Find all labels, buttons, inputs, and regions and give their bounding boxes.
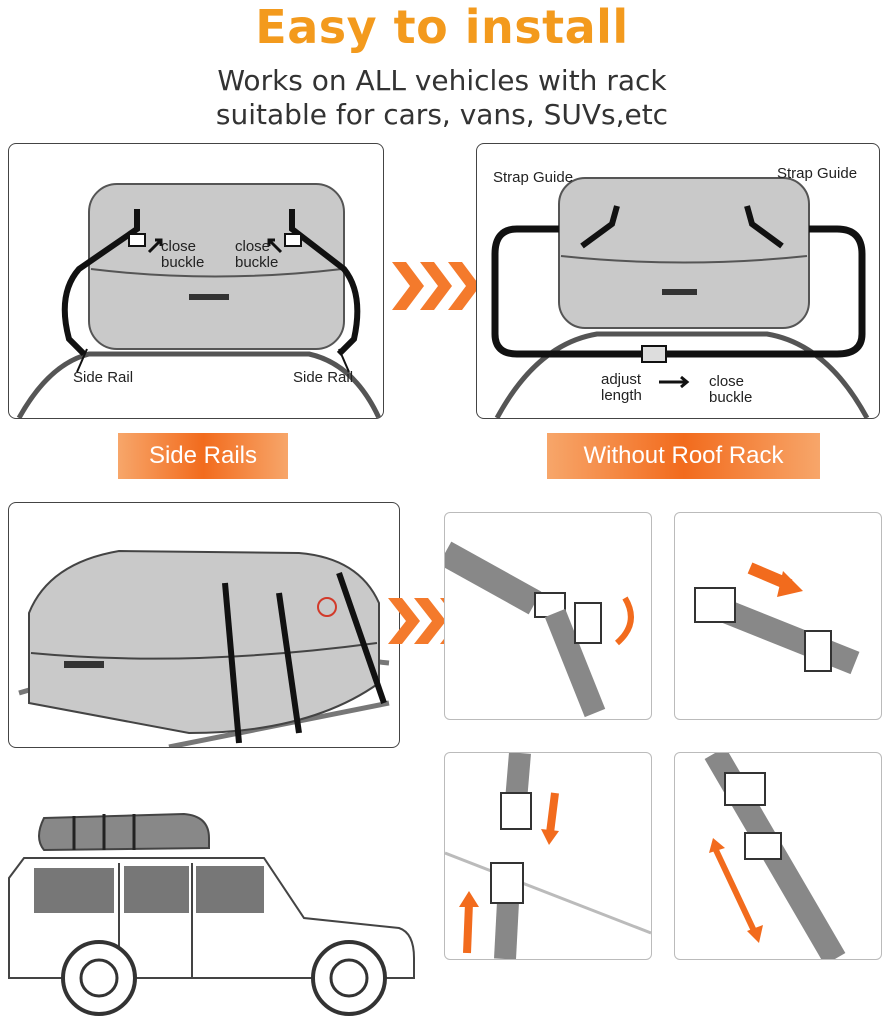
label-line: length bbox=[601, 387, 642, 404]
chevron-arrows-icon bbox=[392, 262, 480, 310]
label-line: close bbox=[161, 238, 197, 255]
suv-with-roof-bag-illustration bbox=[8, 812, 415, 1016]
attach-buckle-illustration bbox=[445, 541, 634, 718]
subtitle-line-2: suitable for cars, vans, SUVs,etc bbox=[215, 98, 669, 131]
step-panel-insert-buckle bbox=[444, 752, 652, 960]
side-rails-banner: Side Rails bbox=[118, 433, 288, 479]
label-line: buckle bbox=[235, 254, 279, 271]
step-panel-adjust-strap bbox=[674, 752, 882, 960]
step-panel-attach-buckle bbox=[444, 512, 652, 720]
label-line: close bbox=[235, 238, 271, 255]
side-rail-label-right: Side Rail bbox=[293, 369, 354, 386]
without-rack-banner: Without Roof Rack bbox=[547, 433, 820, 479]
insert-buckle-illustration bbox=[445, 753, 651, 959]
side-rails-panel: close buckle close buckle Side Rail Side… bbox=[8, 143, 384, 419]
bag-on-rack-illustration bbox=[18, 549, 390, 747]
step-panel-pull-strap bbox=[674, 512, 882, 720]
close-buckle-label-left: close buckle bbox=[161, 239, 204, 271]
page-subtitle: Works on ALL vehicles with rack suitable… bbox=[0, 64, 884, 132]
label-line: adjust bbox=[601, 371, 642, 388]
subtitle-line-1: Works on ALL vehicles with rack bbox=[217, 64, 667, 97]
label-line: buckle bbox=[161, 254, 205, 271]
label-line: buckle bbox=[709, 389, 753, 406]
strap-guide-label-right: Strap Guide bbox=[777, 165, 858, 182]
adjust-strap-illustration bbox=[704, 753, 846, 959]
bag-on-rack-panel bbox=[8, 502, 400, 748]
page-title: Easy to install bbox=[255, 0, 629, 54]
label-line: close bbox=[709, 373, 745, 390]
adjust-length-label: adjust length bbox=[601, 372, 642, 404]
close-buckle-label-right: close buckle bbox=[235, 239, 278, 271]
close-buckle-label: close buckle bbox=[709, 374, 752, 406]
pull-strap-illustration bbox=[694, 562, 860, 675]
without-rack-illustration bbox=[491, 177, 870, 418]
side-rails-illustration bbox=[16, 183, 382, 418]
side-rail-label-left: Side Rail bbox=[73, 369, 134, 386]
without-rack-panel: Strap Guide Strap Guide adjust length cl… bbox=[476, 143, 880, 419]
strap-guide-label-left: Strap Guide bbox=[493, 169, 574, 186]
